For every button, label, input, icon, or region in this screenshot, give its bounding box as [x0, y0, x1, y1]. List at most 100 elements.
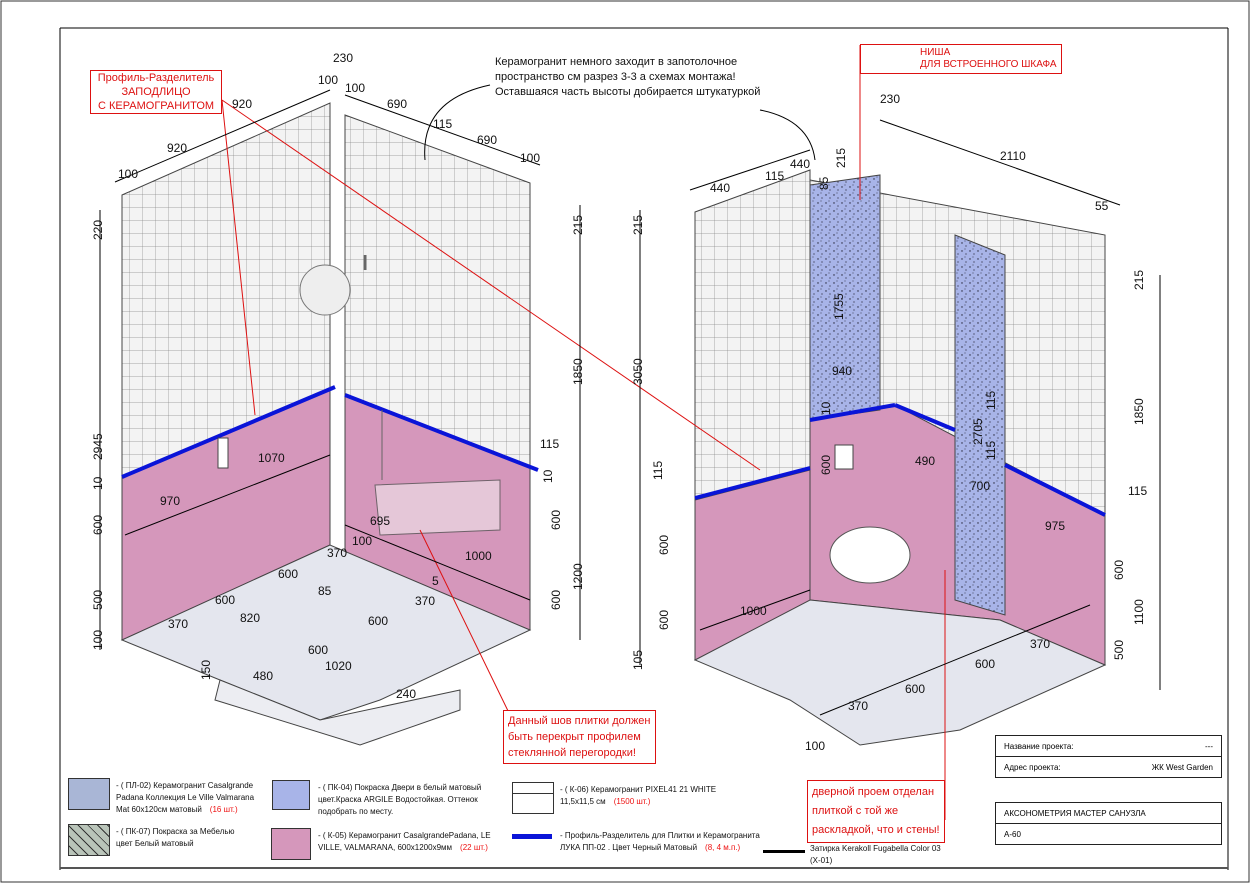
- dim: 100: [805, 739, 825, 753]
- address-value: ЖК West Garden: [1151, 762, 1213, 772]
- right-floor: [693, 599, 1107, 746]
- project-name-label: Название проекта:: [1004, 741, 1074, 751]
- dim: 920: [232, 97, 252, 111]
- dim: 230: [333, 51, 353, 65]
- legend-swatch-pk04: [272, 780, 310, 810]
- dim: 600: [91, 515, 105, 535]
- dim: 370: [848, 699, 868, 713]
- dim: 370: [1030, 637, 1050, 651]
- profile-line-back: [344, 393, 539, 472]
- sheet-title: АКСОНОМЕТРИЯ МАСТЕР САНУЗЛА: [1004, 808, 1146, 818]
- dim: 5: [432, 574, 439, 588]
- dim: 600: [278, 567, 298, 581]
- dim: 100: [345, 81, 365, 95]
- ceiling-leader: [424, 84, 491, 161]
- dim: 920: [167, 141, 187, 155]
- dim: 3050: [631, 358, 645, 385]
- dim: 600: [215, 593, 235, 607]
- dim: 215: [571, 215, 585, 235]
- dim: 10: [541, 469, 555, 483]
- dimension-labels-right: 230 2110 55 440 115 440 85 215 215 1755 …: [631, 92, 1147, 753]
- profile-line-right-2: [809, 403, 896, 422]
- address-label: Адрес проекта:: [1004, 762, 1061, 772]
- dim: 500: [1112, 640, 1126, 660]
- legend-swatch-pk07: [68, 824, 110, 856]
- dim: 440: [790, 157, 810, 171]
- dim: 115: [651, 461, 665, 480]
- dim: 1070: [258, 451, 285, 465]
- note-line: плиткой с той же: [812, 805, 899, 817]
- niche-panel: [809, 174, 881, 421]
- note-line: НИША: [920, 47, 951, 58]
- note-line: С КЕРАМОГРАНИТОМ: [97, 100, 215, 112]
- note-line: Профиль-Разделитель: [97, 72, 215, 84]
- dim: 970: [160, 494, 180, 508]
- legend-swatch-pl02: [68, 778, 110, 810]
- legend-item: - Профиль-Разделитель для Плитки и Керам…: [560, 831, 760, 852]
- note-line: быть перекрыт профилем: [508, 731, 641, 743]
- note-line: раскладкой, что и стены!: [812, 824, 940, 836]
- note-line: Оставшаяся часть высоты добирается штука…: [495, 86, 761, 98]
- dim: 820: [240, 611, 260, 625]
- dim: 600: [368, 614, 388, 628]
- shower-head: [299, 264, 351, 316]
- note-line: пространство см разрез 3-3 а схемах монт…: [495, 71, 736, 83]
- dim: 85: [817, 176, 831, 190]
- dim: 115: [540, 437, 559, 451]
- dim: 2945: [91, 433, 105, 460]
- sheet-code: А-60: [1004, 829, 1021, 839]
- dim: 215: [1132, 270, 1146, 290]
- dim: 100: [91, 630, 105, 650]
- dim: 440: [710, 181, 730, 195]
- legend-swatch-profile: [512, 834, 552, 839]
- leader-lines: [221, 45, 946, 820]
- dim: 1020: [325, 659, 352, 673]
- dim: 115: [984, 391, 998, 410]
- dim: 115: [765, 169, 784, 183]
- legend-item: Затирка Kerakoll Fugabella Color 03 (Х-0…: [810, 844, 941, 865]
- dim: 115: [984, 441, 998, 460]
- profile-note: Профиль-Разделитель ЗАПОДЛИЦО С КЕРАМОГР…: [90, 70, 222, 114]
- dim: 1850: [1132, 398, 1146, 425]
- dim: 100: [520, 151, 540, 165]
- dim: 2705: [971, 418, 985, 445]
- dimension-labels-left: 230 100 920 920 100 100 690 115 690 100 …: [91, 51, 585, 701]
- profile-line-left: [121, 385, 336, 479]
- dim: 220: [91, 220, 105, 240]
- dim: 1100: [1132, 599, 1146, 625]
- ceiling-note: Керамогранит немного заходит в запотолоч…: [495, 55, 760, 100]
- wall-switch: [217, 437, 229, 469]
- dim: 690: [477, 133, 497, 147]
- legend-item: - ( ПК-07) Покраска за Мебелью цвет Белы…: [116, 827, 235, 848]
- note-line: Керамогранит немного заходит в запотолоч…: [495, 56, 738, 68]
- legend-item: - ( ПК-04) Покраска Двери в белый матовы…: [318, 783, 482, 816]
- dim: 105: [631, 650, 645, 670]
- legend-swatch-k06: [512, 782, 554, 814]
- dim: 85: [318, 584, 332, 598]
- dim: 215: [631, 215, 645, 235]
- note-line: дверной проем отделан: [812, 786, 935, 798]
- niche-note: НИША ДЛЯ ВСТРОЕННОГО ШКАФА: [860, 44, 1062, 74]
- dim: 500: [91, 590, 105, 610]
- dim: 600: [549, 510, 563, 530]
- dim: 480: [253, 669, 273, 683]
- dim: 115: [433, 117, 452, 131]
- flush-button: [834, 444, 854, 470]
- sheet-title-block: АКСОНОМЕТРИЯ МАСТЕР САНУЗЛА А-60: [995, 802, 1222, 845]
- dim: 100: [352, 534, 372, 548]
- dim: 600: [549, 590, 563, 610]
- right-left-wall-tiles: [694, 169, 811, 501]
- dim: 600: [975, 657, 995, 671]
- left-bathroom-view: [120, 102, 539, 746]
- seam-note: Данный шов плитки должен быть перекрыт п…: [503, 710, 656, 764]
- dim: 600: [905, 682, 925, 696]
- dim: 1000: [465, 549, 492, 563]
- dim: 700: [970, 479, 990, 493]
- dim: 600: [657, 610, 671, 630]
- note-line: стеклянной перегородки!: [508, 747, 636, 759]
- legend-item: - ( К-06) Керамогранит PIXEL41 21 WHITE …: [560, 785, 717, 806]
- dim: 370: [415, 594, 435, 608]
- dim: 55: [1095, 199, 1109, 213]
- profile-line-right-1: [694, 466, 811, 500]
- sink: [374, 479, 501, 536]
